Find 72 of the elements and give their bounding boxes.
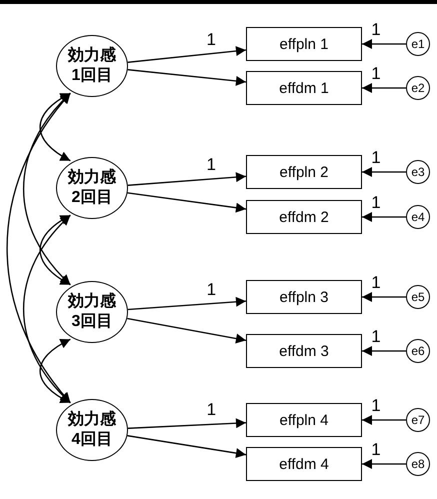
arrow: [362, 459, 406, 469]
edge-label: 1: [206, 280, 218, 298]
arrow: [127, 192, 246, 213]
error-circle: [406, 408, 430, 432]
node-text: 効力感: [68, 292, 116, 312]
arrow: [362, 346, 406, 356]
edge-label: 1: [370, 441, 382, 458]
error-circle: [406, 76, 430, 100]
observed-box: [246, 71, 362, 105]
error-circle: [406, 205, 430, 229]
covariance-arrow: [40, 214, 71, 286]
edge-label: 1: [370, 149, 382, 166]
node-text: effdm 4: [279, 456, 329, 472]
arrow: [128, 46, 246, 63]
error-circle: [406, 285, 430, 309]
arrow: [128, 69, 246, 86]
arrow: [127, 318, 246, 344]
node-text: effpln 2: [280, 164, 328, 180]
node-text: effdm 2: [279, 210, 329, 224]
edge-label: 1: [370, 65, 382, 82]
node-text: e8: [411, 458, 425, 470]
node-text: 2回目: [72, 188, 112, 208]
arrow: [362, 83, 406, 93]
edge-label: 1: [370, 21, 382, 38]
arrow: [128, 418, 246, 429]
error-circle: [406, 339, 430, 363]
covariance-arrow: [23, 214, 71, 404]
node-text: e2: [411, 82, 425, 94]
node-text: e1: [411, 38, 425, 50]
covariance-arrow: [6, 92, 71, 404]
node-text: 効力感: [68, 410, 116, 430]
node-text: e3: [411, 166, 425, 178]
edge-label: 1: [370, 194, 382, 211]
node-text: 効力感: [68, 46, 116, 66]
edge-label: 1: [206, 30, 217, 48]
covariance-arrow: [23, 92, 71, 286]
observed-box: [246, 334, 362, 368]
node-text: e4: [411, 211, 425, 223]
arrow: [362, 292, 406, 302]
arrow: [362, 167, 406, 177]
observed-box: [246, 403, 362, 437]
node-text: e7: [411, 414, 425, 426]
error-circle: [406, 452, 430, 476]
observed-box: [246, 200, 362, 234]
node-text: effpln 3: [280, 290, 328, 304]
observed-box: [246, 447, 362, 481]
edge-label: 1: [370, 328, 382, 345]
observed-box: [246, 27, 362, 61]
edge-label: 1: [370, 397, 382, 414]
node-text: effdm 1: [279, 80, 329, 96]
error-circle: [406, 160, 430, 184]
node-text: 1回目: [72, 66, 112, 86]
node-text: e6: [411, 345, 425, 357]
observed-box: [246, 280, 362, 314]
node-text: e5: [411, 291, 425, 303]
node-text: 4回目: [72, 430, 112, 450]
arrow: [128, 296, 246, 310]
node-text: effdm 3: [279, 344, 329, 358]
arrow: [362, 212, 406, 222]
arrow: [362, 415, 406, 425]
arrow: [127, 435, 246, 458]
arrow: [362, 39, 406, 49]
node-text: effpln 1: [280, 36, 328, 52]
node-text: 効力感: [68, 168, 116, 188]
arrow: [128, 172, 246, 186]
error-circle: [406, 32, 430, 56]
node-text: effpln 4: [280, 412, 328, 428]
node-text: 3回目: [72, 312, 112, 332]
covariance-arrow: [39, 92, 71, 162]
observed-box: [246, 155, 362, 189]
covariance-arrow: [39, 338, 71, 404]
edge-label: 1: [370, 274, 382, 291]
